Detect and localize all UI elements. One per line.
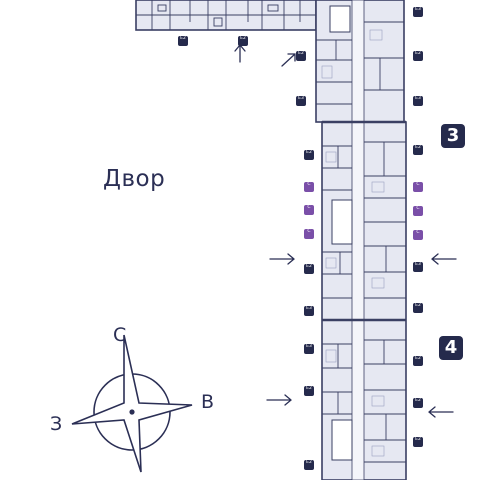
apartment-tag[interactable]: С	[413, 206, 423, 216]
apartment-tag[interactable]: E3	[413, 96, 423, 106]
apartment-tag[interactable]: E2	[413, 398, 423, 408]
apartment-tag[interactable]: E2	[296, 51, 306, 61]
apartment-tag[interactable]: С	[304, 205, 314, 215]
apartment-tag[interactable]: E2	[413, 356, 423, 366]
apartment-tag[interactable]: E3	[304, 306, 314, 316]
section-badge-4: 4	[439, 336, 463, 360]
apartment-tag[interactable]: С	[304, 182, 314, 192]
main-block	[315, 0, 407, 480]
yard-label: Двор	[103, 166, 166, 192]
entrance-arrow-icon	[234, 43, 457, 418]
apartment-tag[interactable]: С	[304, 229, 314, 239]
apartment-tag[interactable]: E2	[413, 303, 423, 313]
apartment-tag[interactable]: E3	[413, 262, 423, 272]
apartment-tag[interactable]: С	[413, 230, 423, 240]
apartment-tag[interactable]: E2	[413, 145, 423, 155]
apartment-tag[interactable]: С	[413, 182, 423, 192]
compass-north-label: С	[113, 324, 127, 346]
apartment-tag[interactable]: E2	[178, 36, 188, 46]
apartment-tag[interactable]: E2	[304, 460, 314, 470]
apartment-tag[interactable]: E2	[413, 51, 423, 61]
apartment-tag[interactable]: E2	[304, 386, 314, 396]
compass-star-icon	[71, 334, 193, 473]
apartment-tag[interactable]: E2	[304, 150, 314, 160]
top-wing	[135, 0, 317, 31]
compass-west-label: З	[50, 413, 63, 435]
apartment-tag[interactable]: E2	[304, 264, 314, 274]
apartment-tag[interactable]: E3	[304, 344, 314, 354]
apartment-tag[interactable]: E3	[296, 96, 306, 106]
compass-east-label: В	[201, 391, 215, 413]
apartment-tag[interactable]: E2	[238, 36, 248, 46]
section-badge-3: 3	[441, 124, 465, 148]
apartment-tag[interactable]: E2	[413, 437, 423, 447]
apartment-tag[interactable]: E3	[413, 7, 423, 17]
